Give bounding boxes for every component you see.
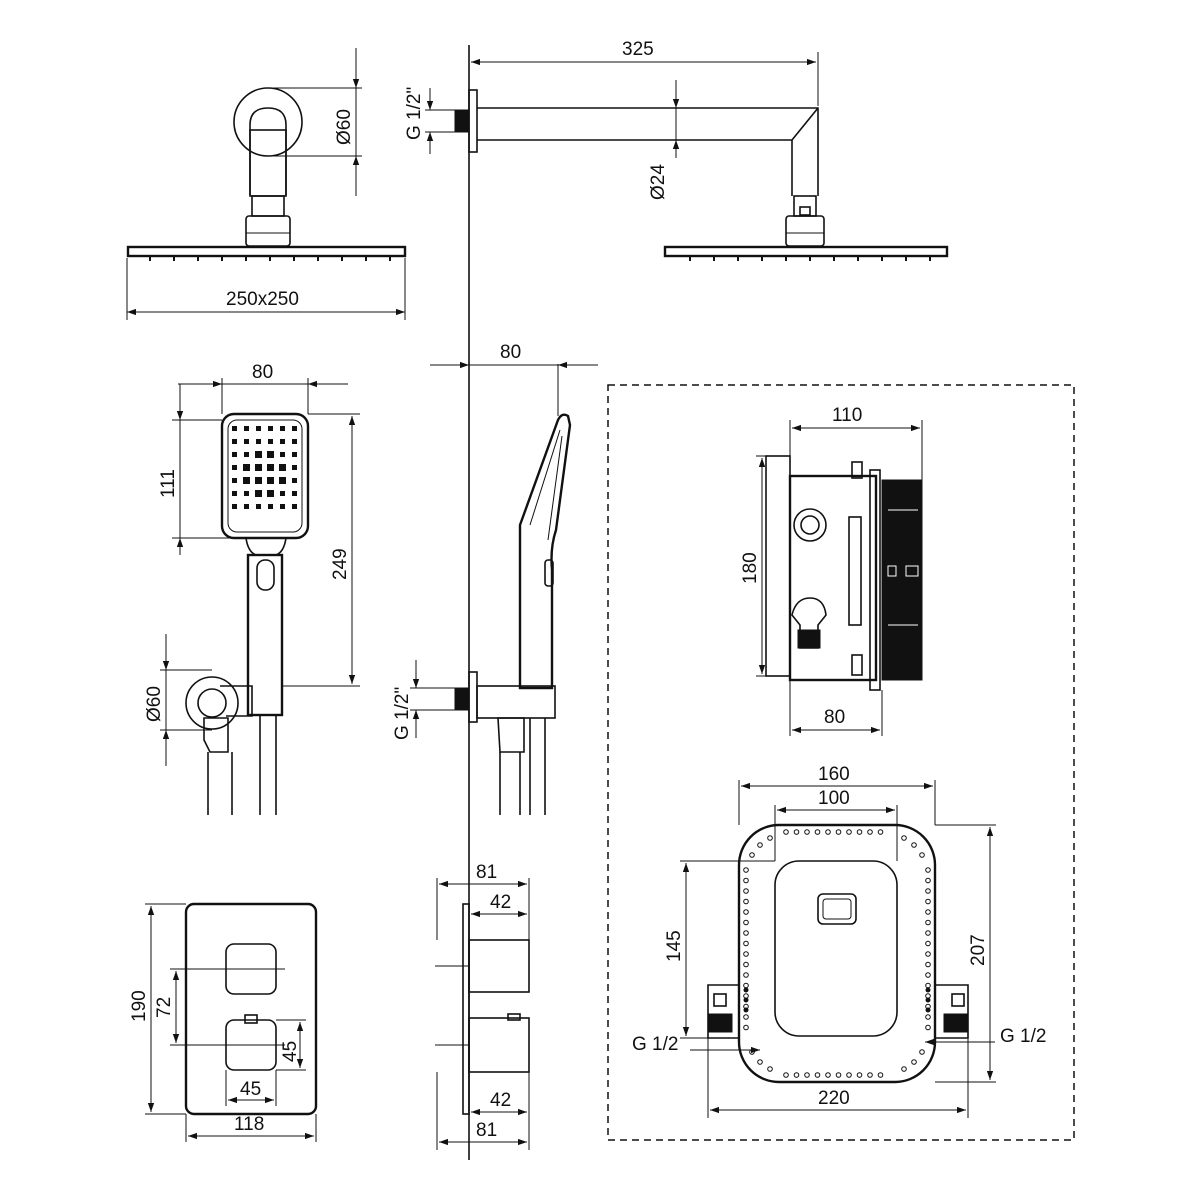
arm-nut: [785, 215, 825, 247]
box-outer: [737, 823, 937, 1084]
box-window: [817, 893, 857, 925]
spray-dots: [232, 426, 297, 509]
valve-front-flange: [765, 455, 791, 677]
dim-plate-axis: 72: [154, 997, 175, 1018]
hand-shower-head: [220, 412, 310, 540]
right-bracket: [935, 984, 969, 1039]
box-perimeter-holes: [743, 829, 931, 1078]
dim-handshower-depth: 80: [500, 342, 521, 363]
dim-arm-thread: G 1/2": [404, 87, 425, 140]
dim-box-left-thread: G 1/2: [632, 1034, 678, 1055]
dim-plate-height: 190: [129, 990, 150, 1022]
dim-valve-body-height: 180: [740, 552, 761, 584]
side-hose-connector: [497, 717, 525, 753]
dim-head-width: 250x250: [226, 289, 299, 310]
dim-side-depth-bottom: 81: [476, 1120, 497, 1141]
dim-side-depth-42-top: 42: [490, 892, 511, 913]
hand-shower-front-view: 80 111 249 Ø60: [144, 362, 360, 815]
holder-bracket: [220, 685, 253, 717]
head-plate-side: [663, 245, 949, 258]
hand-shower-handle: [246, 553, 284, 717]
ball-joint: [251, 195, 285, 217]
hand-shower-neck: [245, 537, 287, 556]
dim-handshower-head: 111: [158, 469, 179, 498]
wall-outlet-flange: [468, 671, 478, 723]
dim-plate-width: 118: [234, 1114, 264, 1135]
left-inlet: [707, 1013, 733, 1033]
dim-knob-width: 45: [240, 1079, 261, 1100]
lower-port: [791, 597, 827, 649]
dim-box-total-height: 207: [968, 934, 989, 966]
dim-arm-pipe: Ø24: [648, 164, 669, 200]
bottom-knob-marker: [507, 1013, 521, 1021]
holder-side: [476, 685, 556, 719]
hose-connector: [203, 717, 229, 753]
arm-profile: [477, 107, 819, 196]
hand-shower-profile: [518, 413, 572, 690]
wall-flange-side: [468, 89, 478, 153]
shower-arm-bend: [249, 107, 287, 195]
dim-box-inner: 100: [818, 788, 850, 809]
valve-side-view: 81 42 42 81: [435, 862, 530, 1150]
left-bracket: [707, 984, 739, 1039]
top-knob-side: [468, 939, 530, 993]
dim-box-overall-width: 220: [818, 1088, 850, 1109]
dim-handshower-length: 249: [330, 548, 351, 580]
cover-plate: [184, 902, 318, 1116]
plaster-guard: [869, 469, 881, 691]
valve-cartridge: [881, 479, 923, 681]
right-inlet: [943, 1013, 969, 1033]
dim-arm-length: 325: [622, 39, 654, 60]
valve-housing: [788, 474, 878, 682]
mode-button: [256, 559, 275, 591]
dim-handshower-width: 80: [252, 362, 273, 383]
nozzle-row: [149, 256, 391, 261]
box-inner-cover: [774, 860, 898, 1037]
dim-side-depth-42-bottom: 42: [490, 1090, 511, 1111]
lower-nut: [797, 629, 821, 649]
knob-marker: [244, 1014, 258, 1024]
head-plate: [126, 245, 407, 258]
thread-stub: [454, 109, 470, 133]
wall-elbow-flange: [185, 676, 239, 730]
joint-nut: [245, 215, 291, 247]
dim-outlet-thread: G 1/2": [392, 687, 413, 740]
valve-body-view: 110 180 80: [740, 405, 923, 736]
dim-box-width: 160: [818, 764, 850, 785]
cover-plate-front-view: 190 72 45 45 118: [129, 902, 318, 1142]
dim-valve-body-width: 110: [832, 405, 862, 426]
in-wall-box-front-view: 160 100 145 207 G 1/2 G 1/2 220: [632, 764, 1046, 1118]
side-mode-button: [544, 559, 554, 587]
wall-flange: [233, 87, 303, 157]
dim-box-right-thread: G 1/2: [1000, 1026, 1046, 1047]
dim-flange-diameter: Ø60: [334, 109, 355, 145]
dim-box-height: 145: [664, 930, 685, 962]
arm-pipe: [249, 129, 287, 197]
plate-side: [462, 903, 470, 1115]
nozzle-row-side: [689, 256, 931, 261]
shower-arm-side-view: 325 G 1/2" Ø24: [404, 39, 949, 261]
hand-shower-side-view: 80 G 1/2": [392, 342, 598, 815]
wall-outlet-thread: [454, 687, 470, 711]
center-slot: [848, 516, 862, 626]
arm-joint: [793, 195, 817, 217]
dim-side-depth-top: 81: [476, 862, 497, 883]
dim-valve-body-depth: 80: [824, 707, 845, 728]
upper-port: [793, 508, 827, 542]
hose: [207, 716, 277, 815]
dim-elbow-diameter: Ø60: [144, 686, 165, 722]
dim-knob-height: 45: [280, 1041, 301, 1062]
shower-head-front-view: Ø60 250x250: [126, 48, 407, 320]
installation-box-panel: [607, 384, 1075, 1141]
